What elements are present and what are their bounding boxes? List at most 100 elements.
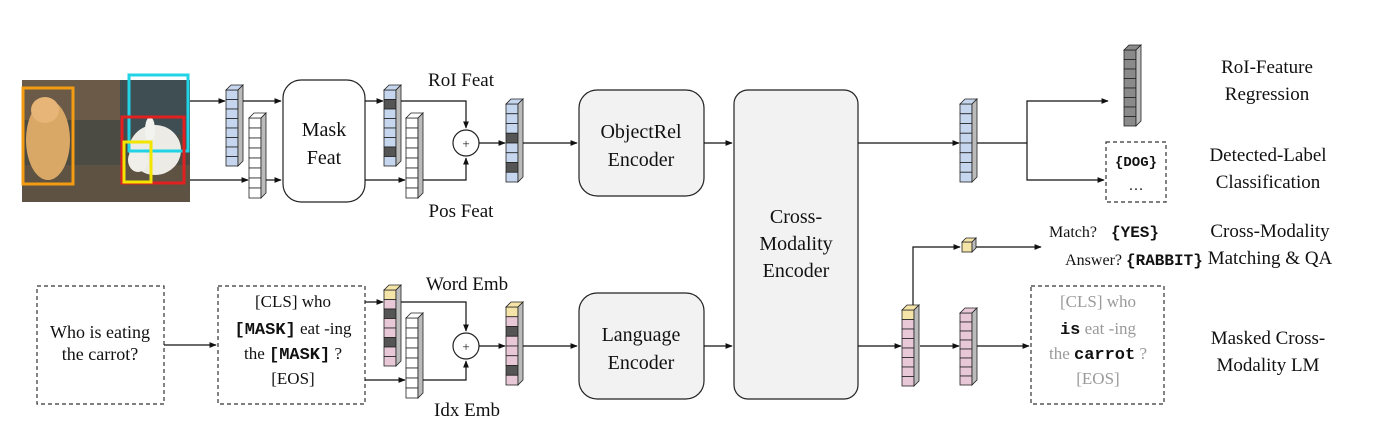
- vec-img-roi-cell: [225, 89, 239, 100]
- input-sentence-line-1: Who is eating: [50, 322, 150, 342]
- vec-pos-feat-cell: [405, 117, 419, 129]
- vec-img-pos-cell: [248, 157, 262, 169]
- lm-carrot: carrot: [1074, 346, 1135, 365]
- vec-img-roi-side: [237, 84, 244, 167]
- cross-modality-encoder-box: Cross- Modality Encoder: [733, 89, 859, 400]
- vec-cls-cell: [961, 241, 973, 253]
- image-roi-vector: [225, 84, 244, 167]
- vec-img-roi-cell: [225, 108, 239, 119]
- vec-pos-feat-cell: [405, 157, 419, 169]
- vec-img-roi-cell: [225, 146, 239, 157]
- detected-label-box: {DOG} …: [1105, 141, 1167, 203]
- task-matching-qa-1: Cross-Modality: [1210, 221, 1330, 242]
- vec-vis-out-cell: [959, 152, 973, 163]
- vec-img-roi-cell: [225, 118, 239, 129]
- vec-cls-side: [971, 237, 977, 253]
- vec-roi-target-cell: [1123, 59, 1137, 70]
- arrow-pos-plus: [423, 157, 469, 181]
- vec-lang-out-cell: [901, 366, 915, 377]
- vec-lm-out-cell: [959, 366, 973, 377]
- vec-lang-out-cell: [901, 309, 915, 320]
- vec-idx-emb-cell: [405, 367, 419, 379]
- vec-roi-target-side: [1135, 44, 1142, 127]
- vec-roi-target-cell: [1123, 78, 1137, 89]
- arrow-vision-roi-regression: [1026, 98, 1109, 143]
- vec-roi-feat-side: [395, 84, 402, 167]
- vec-lang-out-cell: [901, 347, 915, 358]
- vec-lang-out-cell: [901, 319, 915, 330]
- token-line-1: [CLS] who: [255, 292, 331, 311]
- answer-label: Answer?: [1065, 252, 1122, 269]
- input-sentence-line-2: the carrot?: [62, 344, 138, 364]
- vec-word-emb-cell: [383, 308, 397, 319]
- vision-output-vector: [959, 98, 978, 183]
- vec-lang-sum-side: [517, 301, 524, 386]
- vec-lang-sum-cell: [505, 316, 519, 327]
- svg-text:+: +: [462, 136, 469, 151]
- vec-roi-target-cell: [1123, 49, 1137, 60]
- vec-roi-feat-cell: [383, 137, 397, 148]
- vec-word-emb-cell: [383, 318, 397, 329]
- input-image: [21, 73, 190, 202]
- vec-idx-emb-cell: [405, 327, 419, 339]
- language-output-vector: [901, 304, 920, 387]
- vec-pos-feat-cell: [405, 147, 419, 159]
- task-matching-qa-2: Matching & QA: [1208, 248, 1333, 269]
- arrow-lang-cls: [912, 244, 961, 305]
- masked-lm-output-vector: [959, 307, 978, 386]
- vec-obj-sum-cell: [505, 162, 519, 173]
- lm-question-mark: ?: [1139, 344, 1147, 363]
- language-plus-node: +: [452, 332, 480, 360]
- objectrel-encoder-label-2: Encoder: [608, 149, 675, 171]
- vec-img-pos-cell: [248, 127, 262, 139]
- language-encoder-label-2: Encoder: [608, 352, 675, 374]
- vec-idx-emb-cell: [405, 357, 419, 369]
- svg-text:+: +: [462, 339, 469, 354]
- roi-feat-label: RoI Feat: [428, 70, 495, 91]
- vec-obj-sum-side: [517, 98, 524, 183]
- vec-idx-emb-cell: [405, 387, 419, 399]
- answer-value: {RABBIT}: [1126, 252, 1203, 270]
- vec-pos-feat-cell: [405, 187, 419, 199]
- idx-emb-label: Idx Emb: [434, 400, 500, 421]
- vec-pos-feat-side: [417, 112, 424, 199]
- roi-regression-target-vector: [1123, 44, 1142, 127]
- arrow-word-plus: [401, 301, 469, 332]
- vec-roi-feat-cell: [383, 89, 397, 100]
- task-label-classification-2: Classification: [1216, 172, 1321, 193]
- vec-lm-out-cell: [959, 357, 973, 368]
- vec-roi-target-cell: [1123, 116, 1137, 127]
- vec-vis-out-cell: [959, 132, 973, 144]
- pos-feat-label: Pos Feat: [429, 201, 495, 222]
- word-emb-label: Word Emb: [426, 274, 508, 295]
- connector-lines: [164, 98, 1109, 383]
- vec-lm-out-cell: [959, 312, 973, 323]
- vec-vis-out-cell: [959, 123, 973, 134]
- token-question-mark: ?: [334, 344, 342, 363]
- vec-obj-sum-cell: [505, 142, 519, 154]
- lm-line-3: the carrot ?: [1049, 344, 1147, 365]
- objectrel-encoder-box: ObjectRel Encoder: [578, 89, 705, 197]
- vec-roi-target-cell: [1123, 68, 1137, 79]
- vec-word-emb-cell: [383, 346, 397, 357]
- language-sum-vector: [505, 301, 524, 386]
- vec-lang-sum-cell: [505, 326, 519, 337]
- vec-img-roi-cell: [225, 99, 239, 110]
- vec-word-emb-cell: [383, 356, 397, 367]
- vec-lang-sum-cell: [505, 365, 519, 376]
- vec-word-emb-cell: [383, 289, 397, 300]
- vec-lm-out-cell: [959, 375, 973, 386]
- vec-vis-out-cell: [959, 113, 973, 124]
- masked-lm-output-box: [CLS] who is eat -ing the carrot ? [EOS]: [1030, 285, 1165, 405]
- mask-feat-label-2: Feat: [307, 147, 342, 169]
- vec-lang-out-side: [913, 304, 920, 387]
- vec-idx-emb-cell: [405, 337, 419, 349]
- cross-encoder-label-3: Encoder: [763, 260, 830, 282]
- vec-img-pos-cell: [248, 147, 262, 159]
- vec-lang-sum-cell: [505, 306, 519, 318]
- vec-lm-out-cell: [959, 321, 973, 332]
- vec-roi-target-cell: [1123, 87, 1137, 98]
- arrow-vision-label-cls: [1026, 143, 1105, 183]
- vec-img-pos-side: [260, 112, 267, 199]
